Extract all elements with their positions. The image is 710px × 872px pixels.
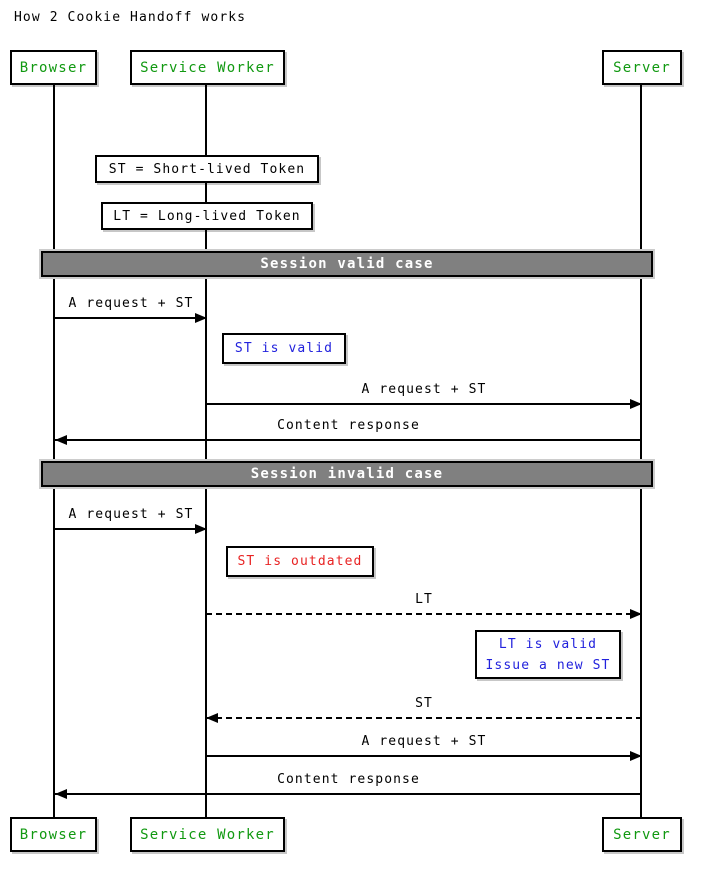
message-line-dashed: [206, 613, 642, 615]
message-label: A request + ST: [361, 734, 487, 749]
lifeline-server: [640, 84, 642, 818]
arrowhead-right-icon: [630, 609, 642, 619]
message-label: A request + ST: [361, 382, 487, 397]
message-content-response-1: Content response: [55, 418, 642, 445]
participant-label: Service Worker: [140, 826, 275, 843]
comment-text-line: Issue a new ST: [485, 657, 611, 673]
message-lt-sw-to-server: LT: [206, 592, 642, 619]
section-label: Session valid case: [260, 256, 434, 272]
message-line: [206, 403, 642, 405]
note-short-lived-token: ST = Short-lived Token: [95, 155, 319, 183]
message-label: ST: [415, 696, 433, 711]
message-content-response-2: Content response: [55, 772, 642, 799]
arrowhead-right-icon: [195, 524, 207, 534]
message-line: [55, 528, 207, 530]
participant-label: Browser: [19, 59, 88, 76]
message-line-dashed: [206, 717, 642, 719]
comment-st-is-valid: ST is valid: [222, 333, 346, 364]
message-label: A request + ST: [68, 507, 194, 522]
participant-label: Server: [613, 826, 671, 843]
arrowhead-left-icon: [206, 713, 218, 723]
message-label: Content response: [277, 418, 420, 433]
arrowhead-left-icon: [55, 435, 67, 445]
diagram-title: How 2 Cookie Handoff works: [14, 10, 247, 25]
message-request-st-browser-to-sw: A request + ST: [55, 296, 207, 323]
message-request-st-browser-to-sw-2: A request + ST: [55, 507, 207, 534]
comment-text: ST is valid: [234, 341, 334, 356]
participant-box-server-bottom: Server: [602, 817, 682, 852]
lifeline-browser: [53, 84, 55, 818]
participant-label: Server: [613, 59, 671, 76]
comment-text-line: LT is valid: [498, 636, 598, 652]
comment-lt-is-valid: LT is valid Issue a new ST: [475, 630, 621, 679]
message-request-st-sw-to-server-2: A request + ST: [206, 734, 642, 761]
arrowhead-right-icon: [630, 399, 642, 409]
participant-box-server-top: Server: [602, 50, 682, 85]
participant-box-browser-top: Browser: [10, 50, 97, 85]
section-label: Session invalid case: [250, 466, 444, 482]
message-label: Content response: [277, 772, 420, 787]
note-text: ST = Short-lived Token: [108, 161, 306, 177]
comment-st-is-outdated: ST is outdated: [226, 546, 374, 577]
participant-box-service-worker-bottom: Service Worker: [130, 817, 285, 852]
section-header-session-invalid: Session invalid case: [41, 461, 653, 487]
message-line: [55, 793, 642, 795]
participant-label: Service Worker: [140, 59, 275, 76]
section-header-session-valid: Session valid case: [41, 251, 653, 277]
comment-text: ST is outdated: [237, 554, 363, 569]
note-text: LT = Long-lived Token: [113, 208, 301, 224]
message-line: [55, 317, 207, 319]
arrowhead-right-icon: [195, 313, 207, 323]
message-line: [55, 439, 642, 441]
message-request-st-sw-to-server: A request + ST: [206, 382, 642, 409]
participant-label: Browser: [19, 826, 88, 843]
note-long-lived-token: LT = Long-lived Token: [101, 202, 313, 230]
message-st-server-to-sw: ST: [206, 696, 642, 723]
message-label: A request + ST: [68, 296, 194, 311]
arrowhead-left-icon: [55, 789, 67, 799]
message-label: LT: [415, 592, 433, 607]
participant-box-service-worker-top: Service Worker: [130, 50, 285, 85]
arrowhead-right-icon: [630, 751, 642, 761]
lifeline-service-worker: [205, 84, 207, 818]
message-line: [206, 755, 642, 757]
participant-box-browser-bottom: Browser: [10, 817, 97, 852]
